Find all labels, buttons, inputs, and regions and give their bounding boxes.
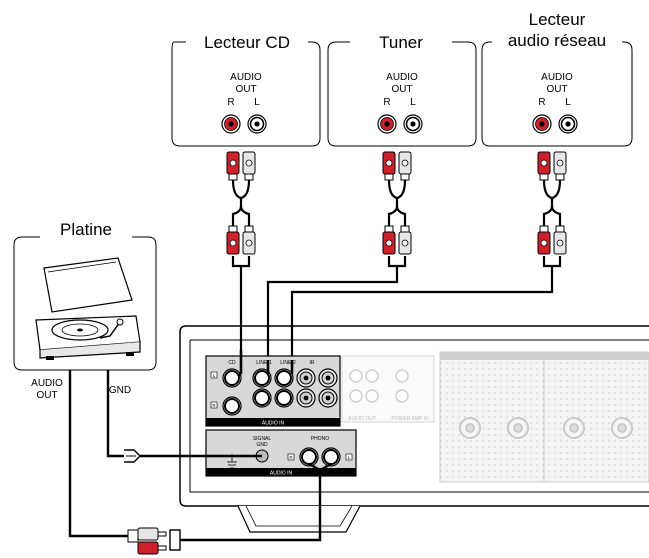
audio-out-label: OUT <box>235 84 256 95</box>
panel-r-marker: R <box>212 403 216 408</box>
audio-in-top-label: AUDIO IN <box>262 421 285 427</box>
rca-jack-l-icon <box>403 114 423 134</box>
phono-r-marker: R <box>289 455 293 460</box>
panel-l-marker: L <box>213 373 216 378</box>
source-title-network-line2: audio réseau <box>508 31 606 50</box>
power-amp-in-label: POWER AMP IN <box>391 416 429 422</box>
phono-l-marker: L <box>348 455 351 460</box>
input-line2-label: LINE-2 <box>280 360 296 366</box>
l-label: L <box>565 97 571 108</box>
rca-jack-r-icon <box>221 114 241 134</box>
turntable-cables <box>68 370 332 542</box>
inserted-plugs <box>224 370 339 465</box>
audio-out-label: AUDIO <box>386 72 418 83</box>
audio-out-panel-label: AUDIO OUT <box>348 416 376 422</box>
audio-out-label: OUT <box>546 84 567 95</box>
audio-out-label: AUDIO <box>230 72 262 83</box>
rca-cables <box>231 179 562 360</box>
turntable-audio-out-line1: AUDIO <box>31 378 63 389</box>
audio-in-bottom-label: AUDIO IN <box>270 471 293 477</box>
audio-out-label: AUDIO <box>541 72 573 83</box>
phono-label: PHONO <box>311 436 329 442</box>
rca-jack-r-icon <box>532 114 552 134</box>
turntable-title: Platine <box>60 220 112 239</box>
source-cd-player: Lecteur CD AUDIO OUT R L <box>171 33 321 147</box>
l-label: L <box>410 97 416 108</box>
l-label: L <box>254 97 260 108</box>
r-label: R <box>538 97 545 108</box>
rca-jack-r-icon <box>377 114 397 134</box>
r-label: R <box>383 97 390 108</box>
source-tuner: Tuner AUDIO OUT R L <box>327 33 477 147</box>
turntable-gnd-label: GND <box>109 385 131 396</box>
receiver-rear-panel: AUDIO OUT POWER AMP IN CD LINE-1 LINE-2 … <box>179 325 649 533</box>
rca-jack-l-icon <box>247 114 267 134</box>
source-network-player: Lecteur audio réseau AUDIO OUT R L <box>481 10 633 147</box>
source-title-network-line1: Lecteur <box>529 10 586 29</box>
r-label: R <box>227 97 234 108</box>
audio-out-label: OUT <box>391 84 412 95</box>
turntable-device: Platine <box>13 220 157 371</box>
phono-rca-plugs <box>127 527 181 555</box>
input-line1-label: LINE-1 <box>256 360 272 366</box>
source-title-cd: Lecteur CD <box>204 33 290 52</box>
input-ir-label: IR <box>310 360 315 366</box>
gnd-spade-connector-icon <box>124 449 141 463</box>
source-title-tuner: Tuner <box>379 33 423 52</box>
input-cd-label: CD <box>228 360 236 366</box>
turntable-audio-out-line2: OUT <box>36 390 57 401</box>
signal-gnd-label-1: SIGNAL <box>253 436 272 442</box>
signal-gnd-label-2: GND <box>256 442 268 448</box>
rca-jack-l-icon <box>558 114 578 134</box>
